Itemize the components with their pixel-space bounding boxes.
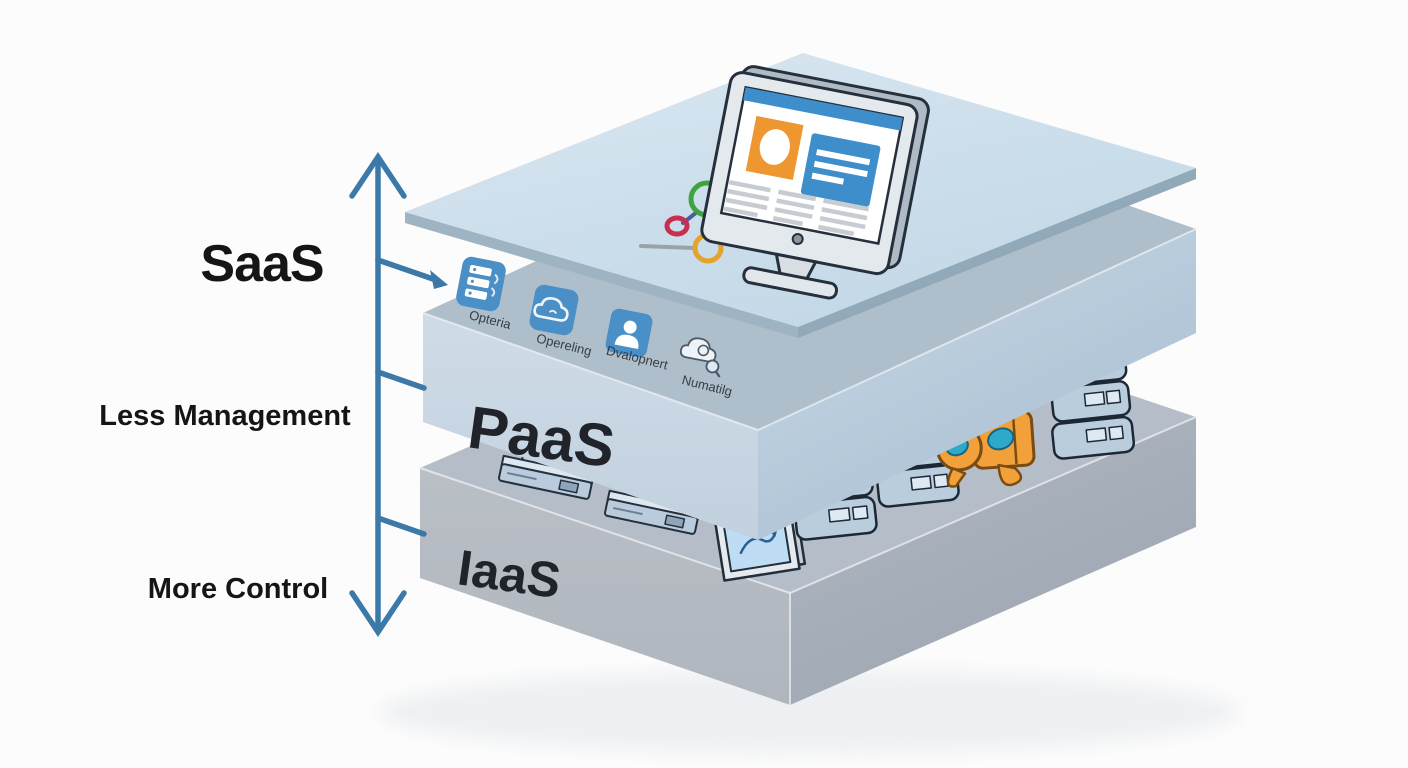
less-management-label: Less Management (99, 400, 351, 432)
saas-layer (405, 53, 1196, 338)
cloud-icon (529, 284, 579, 336)
screen-header-bar (743, 87, 903, 131)
iaas-right-face (790, 417, 1196, 705)
desktop-monitor (700, 65, 930, 300)
paas-left-face (423, 313, 758, 540)
axis-arrowhead-up (349, 152, 407, 199)
user-icon (605, 308, 653, 358)
saas-side-label: SaaS (200, 235, 323, 293)
saas-left-edge (405, 212, 798, 338)
saas-right-edge (798, 168, 1196, 338)
management-control-axis (349, 152, 448, 637)
tick-paas (375, 369, 427, 391)
axis-arrowhead-down (349, 590, 407, 637)
iaas-left-face (420, 468, 790, 705)
paas-service-icons: Opteria Opereling Dvalopnert (456, 256, 734, 399)
monitor-stand-base (742, 266, 839, 300)
more-control-label: More Control (148, 573, 328, 605)
paas-edge-highlight (422, 228, 1197, 432)
tick-iaas (375, 515, 427, 537)
monitor-camera-dot (791, 233, 804, 246)
server-stack-icon (456, 256, 506, 312)
screen-doodle (739, 531, 777, 555)
cloud-search-icon (679, 337, 721, 378)
ground-shadow (380, 670, 1240, 754)
tick-saas-arrowhead (430, 270, 448, 289)
tick-saas (375, 257, 439, 283)
paas-right-face (758, 229, 1196, 540)
screen-content (723, 115, 881, 237)
